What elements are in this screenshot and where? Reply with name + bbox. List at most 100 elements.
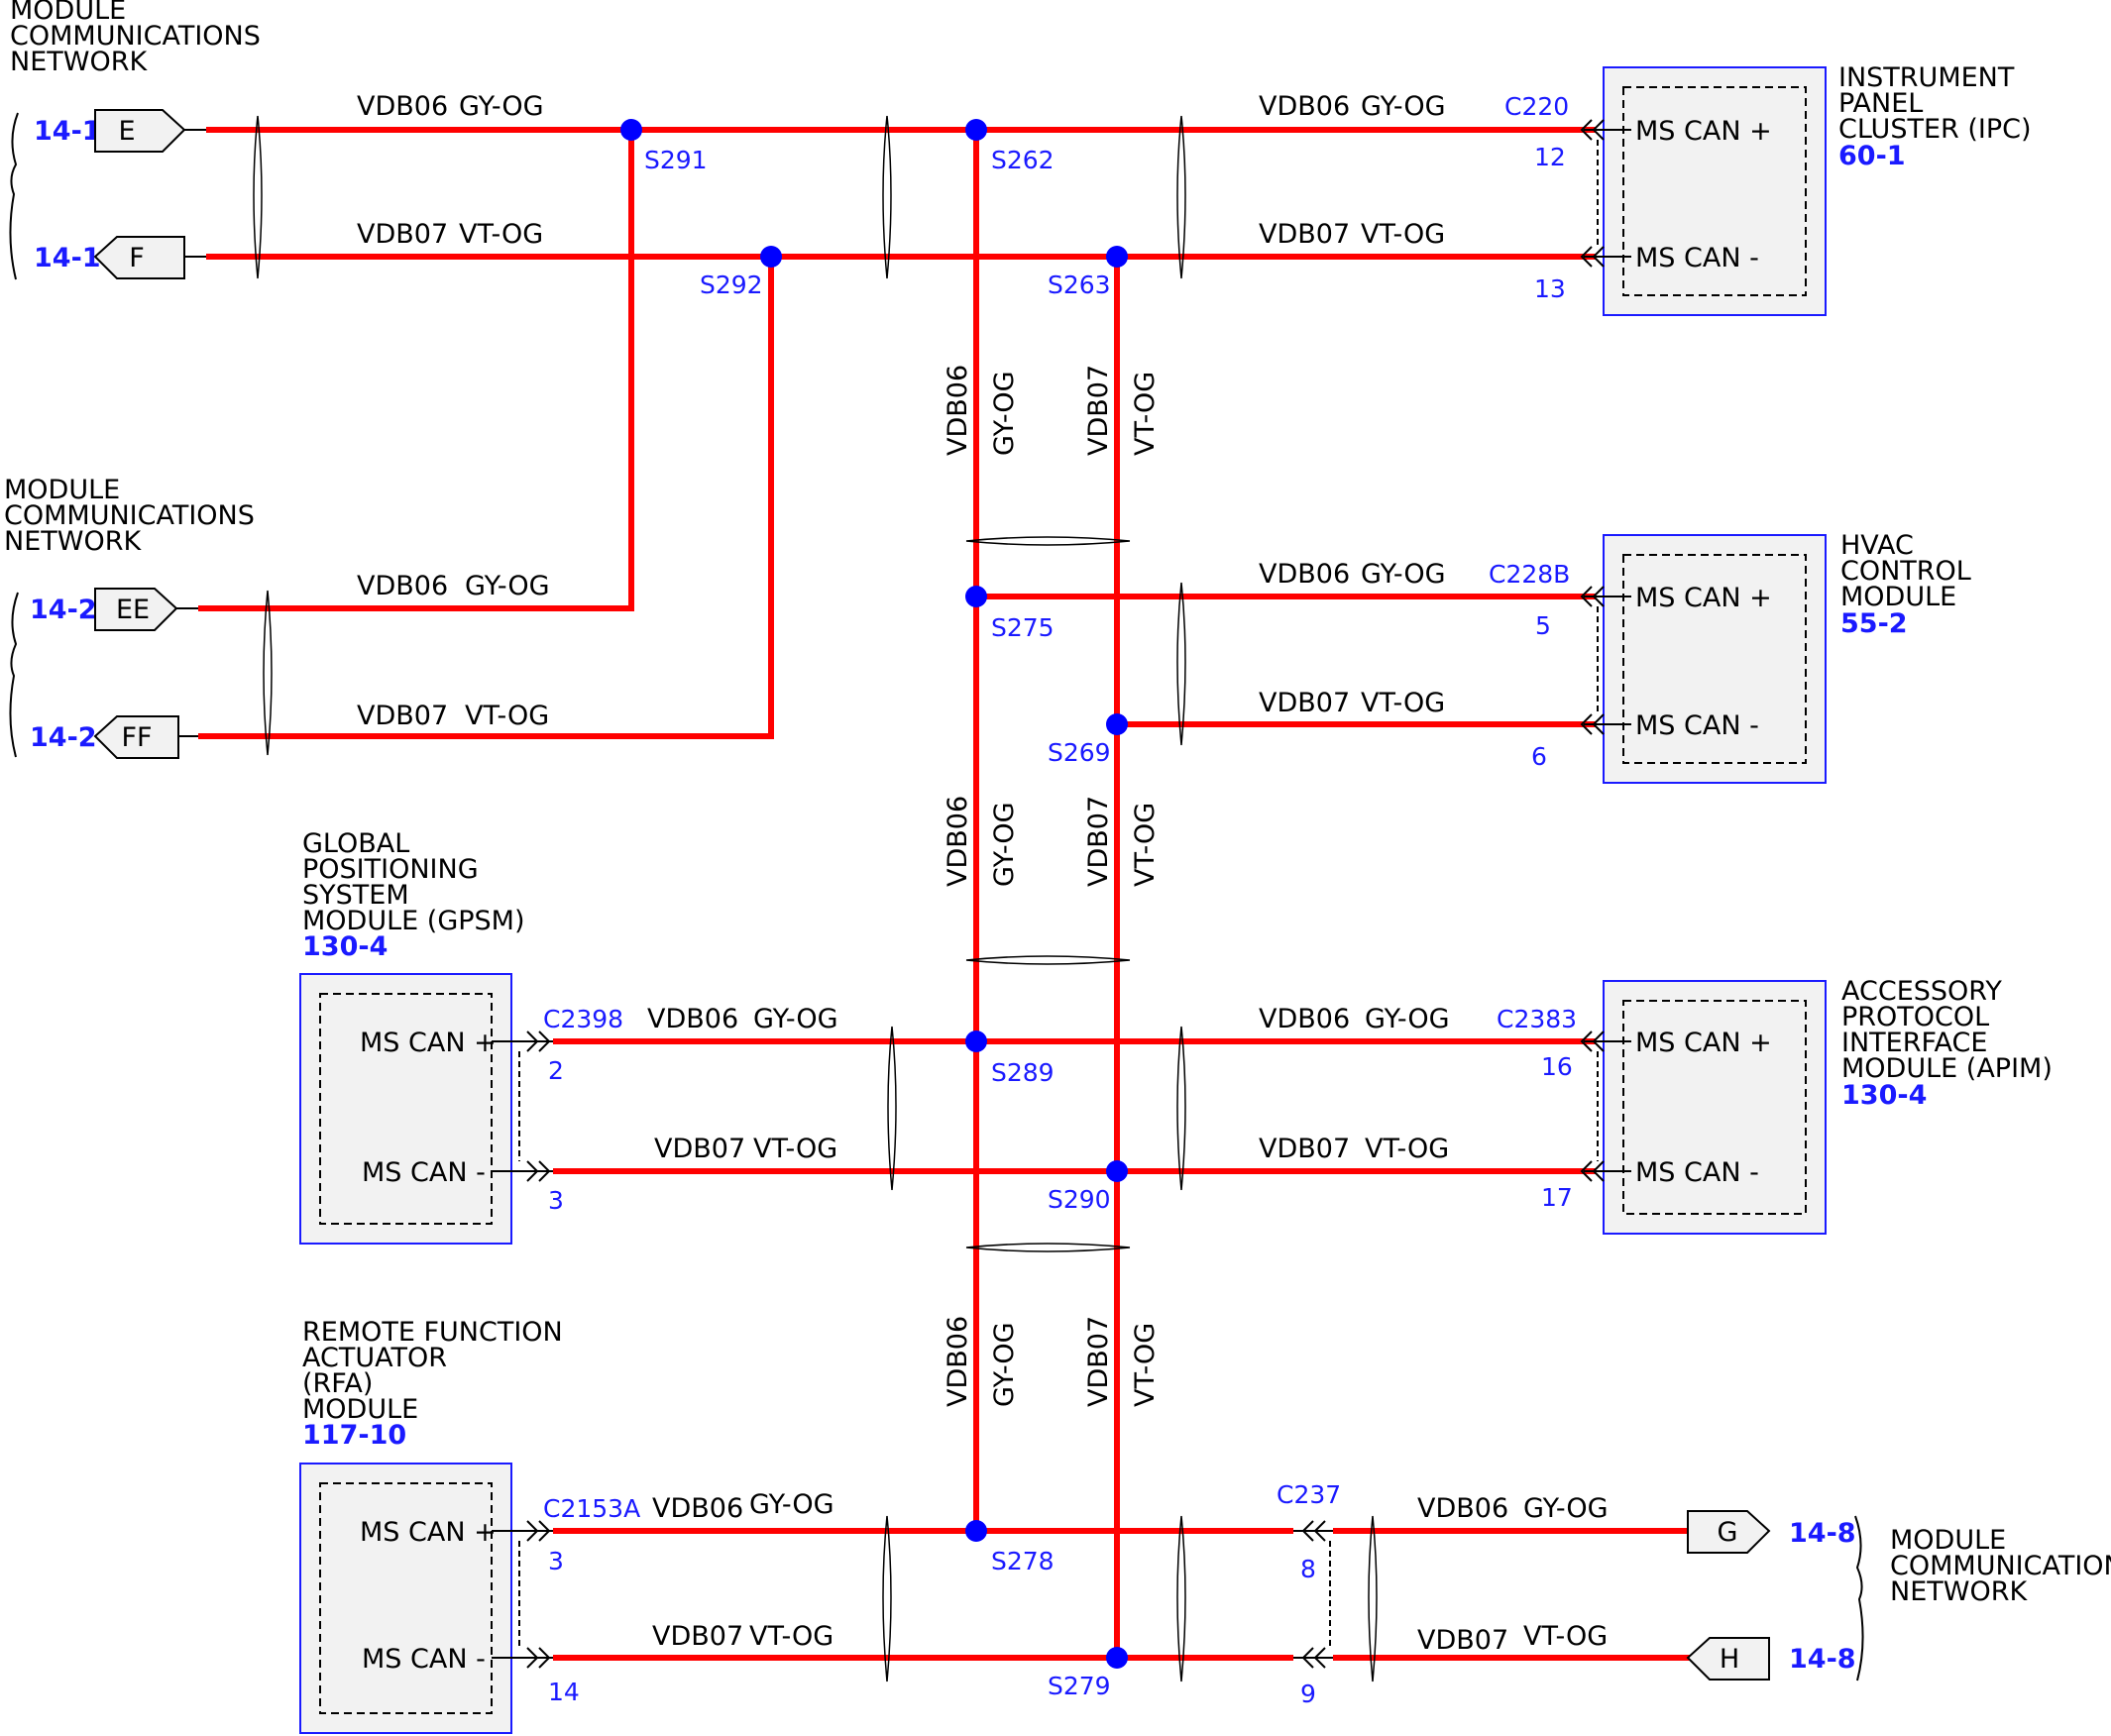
circuit-color: VT-OG xyxy=(1361,219,1445,250)
circuit-color: VT-OG xyxy=(753,1134,837,1164)
connector-label-g: G xyxy=(1718,1517,1738,1548)
splice-label-s278: S278 xyxy=(991,1547,1055,1575)
pin-label-minus: MS CAN - xyxy=(362,1157,486,1188)
circuit-color: GY-OG xyxy=(753,1004,838,1034)
network-label-line: MODULE xyxy=(4,475,120,505)
splice-dot-s263 xyxy=(1106,246,1128,268)
circuit-name: VDB07 xyxy=(1259,219,1350,250)
pin-label-plus: MS CAN + xyxy=(1635,1028,1772,1058)
splice-dot-s291 xyxy=(620,119,642,141)
twisted-pair-marks xyxy=(253,115,1378,1682)
circuit-name: VDB07 xyxy=(1083,1316,1114,1407)
module-title-line: MODULE (APIM) xyxy=(1841,1053,2053,1084)
wire-vdb06-ee xyxy=(198,130,634,611)
module-title-line: MODULE xyxy=(302,1394,418,1425)
circuit-color: VT-OG xyxy=(1130,803,1161,887)
network-label-line: COMMUNICATIONS xyxy=(10,21,261,52)
circuit-name: VDB07 xyxy=(357,219,448,250)
module-internal xyxy=(1622,554,1807,764)
connector-pin-icon xyxy=(1580,586,1605,607)
pin-label-plus: MS CAN + xyxy=(1635,583,1772,613)
circuit-name: VDB07 xyxy=(652,1621,743,1652)
connector-name: C2398 xyxy=(543,1005,623,1033)
twist-mark xyxy=(882,115,892,279)
splice-dot-s289 xyxy=(965,1031,987,1052)
twist-mark xyxy=(882,1515,892,1682)
pin-number: 17 xyxy=(1541,1183,1573,1212)
circuit-name: VDB06 xyxy=(647,1004,738,1034)
left-connectors: MODULE COMMUNICATIONS NETWORK 14-1 E 14-… xyxy=(4,0,261,759)
circuit-name: VDB07 xyxy=(1083,365,1114,456)
circuit-color: VT-OG xyxy=(749,1621,833,1652)
pin-number: 3 xyxy=(548,1547,564,1575)
circuit-name: VDB06 xyxy=(1259,559,1350,590)
pin-number: 14 xyxy=(548,1678,580,1706)
splice-dot-s278 xyxy=(965,1520,987,1542)
pin-number: 12 xyxy=(1534,143,1566,171)
brace xyxy=(1854,1515,1864,1682)
module-hvac: MS CAN + MS CAN - C228B 5 6 HVAC CONTROL… xyxy=(1489,530,1971,784)
connector-pin-icon xyxy=(1301,1520,1326,1542)
connector-pin-icon xyxy=(526,1647,551,1669)
wire-vdb07-ff xyxy=(198,257,774,739)
connector-pin-icon xyxy=(1580,246,1605,268)
splice-label-s269: S269 xyxy=(1048,738,1111,767)
connector-pin-icon xyxy=(526,1160,551,1182)
connector-name: C2153A xyxy=(543,1494,640,1523)
pin-label-plus: MS CAN + xyxy=(1635,116,1772,147)
twist-mark xyxy=(887,1026,897,1191)
pin-number: 6 xyxy=(1531,742,1547,771)
module-title-line: INSTRUMENT xyxy=(1838,62,2015,93)
circuit-color: VT-OG xyxy=(1130,1323,1161,1407)
module-box xyxy=(1603,980,1827,1235)
twist-mark xyxy=(1176,1515,1186,1682)
module-rfa: REMOTE FUNCTION ACTUATOR (RFA) MODULE 11… xyxy=(299,1317,640,1734)
splice-label-s275: S275 xyxy=(991,613,1055,642)
module-ref: 117-10 xyxy=(302,1420,406,1451)
circuit-name: VDB06 xyxy=(1417,1493,1508,1524)
twist-mark xyxy=(1176,115,1186,279)
connector-flag-ff xyxy=(93,715,179,759)
module-title-line: GLOBAL xyxy=(302,828,409,859)
network-label-line: NETWORK xyxy=(10,47,148,77)
module-ref: 60-1 xyxy=(1838,141,1906,171)
twist-mark xyxy=(965,536,1131,546)
connector-flag-h xyxy=(1686,1637,1770,1681)
circuit-color: VT-OG xyxy=(459,219,543,250)
network-label-line: MODULE xyxy=(10,0,126,26)
connector-flag-f xyxy=(93,236,185,279)
module-box xyxy=(1603,534,1827,784)
pin-number: 8 xyxy=(1300,1555,1316,1583)
module-title-line: INTERFACE xyxy=(1841,1028,1987,1058)
module-title-line: CLUSTER (IPC) xyxy=(1838,114,2032,145)
circuit-name: VDB06 xyxy=(943,1316,973,1407)
circuit-name: VDB06 xyxy=(943,796,973,887)
connector-ref-ff: 14-2 xyxy=(30,722,97,753)
circuit-color: GY-OG xyxy=(989,1322,1020,1407)
connector-flag-ee xyxy=(94,588,178,631)
module-title-line: ACTUATOR xyxy=(302,1343,447,1373)
pin-number: 16 xyxy=(1541,1052,1573,1081)
connector-name: C228B xyxy=(1489,560,1570,589)
module-internal xyxy=(319,1482,493,1714)
module-title-line: PANEL xyxy=(1838,88,1923,119)
circuit-color: VT-OG xyxy=(465,701,549,731)
connector-pin-icon xyxy=(526,1031,551,1052)
pin-label-minus: MS CAN - xyxy=(1635,1157,1759,1188)
inline-connector-c237: C237 8 9 xyxy=(1277,1480,1341,1708)
module-box xyxy=(299,973,512,1245)
twist-mark xyxy=(1368,1515,1378,1682)
connector-ref-ee: 14-2 xyxy=(30,595,97,625)
circuit-color: VT-OG xyxy=(1365,1134,1449,1164)
network-label-line: COMMUNICATIONS xyxy=(4,500,255,531)
splice-label-s291: S291 xyxy=(644,146,708,174)
wires xyxy=(198,127,1690,1661)
connector-ref-h: 14-8 xyxy=(1789,1644,1856,1675)
splice-label-s262: S262 xyxy=(991,146,1055,174)
module-internal xyxy=(1622,86,1807,296)
connector-name: C2383 xyxy=(1497,1005,1577,1033)
twist-mark xyxy=(1176,582,1186,746)
connector-name: C237 xyxy=(1277,1480,1341,1509)
module-box xyxy=(299,1463,512,1734)
module-internal xyxy=(319,993,493,1225)
